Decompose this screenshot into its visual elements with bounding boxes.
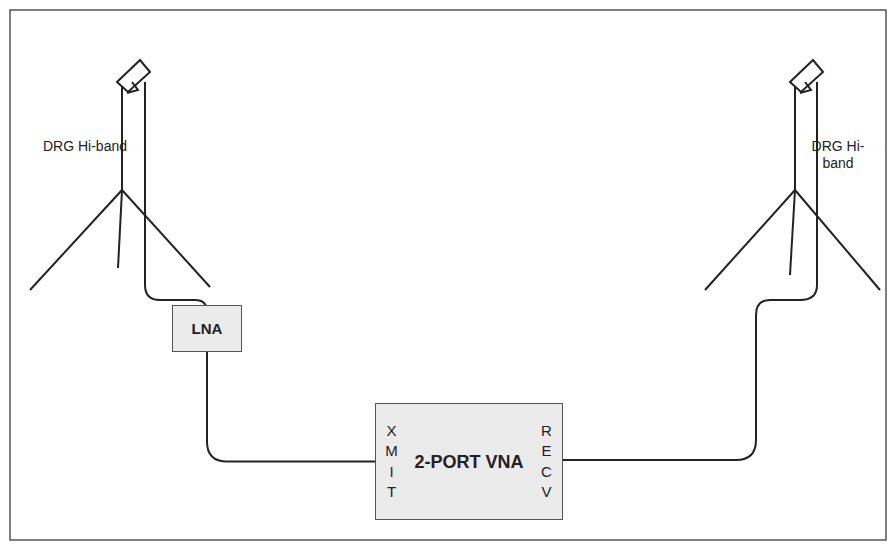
port-label: R E C V <box>539 421 554 502</box>
frame-border <box>10 10 886 540</box>
left-antenna <box>30 60 210 312</box>
amplifier-box: LNA <box>172 305 242 352</box>
vna-instrument: X M I T 2-PORT VNA R E C V <box>375 403 563 520</box>
coax-cable <box>207 352 375 462</box>
instrument-name: 2-PORT VNA <box>414 451 524 473</box>
port-label: X M I T <box>384 421 399 502</box>
antenna-label: DRG Hi-band <box>40 138 130 155</box>
right-antenna <box>563 60 880 460</box>
antenna-label: DRG Hi-band <box>796 138 880 172</box>
box-label: LNA <box>192 320 223 337</box>
